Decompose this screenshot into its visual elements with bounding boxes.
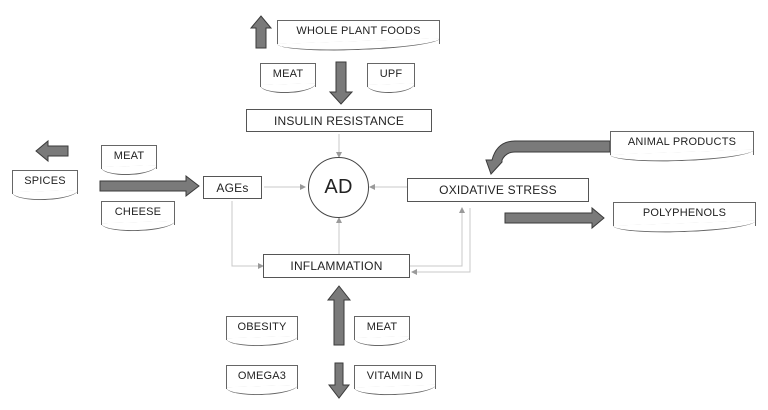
factor-cheese: CHEESE bbox=[101, 201, 175, 225]
factor-whole-plant-foods: WHOLE PLANT FOODS bbox=[277, 20, 440, 44]
factor-upf: UPF bbox=[367, 63, 415, 87]
down-arrow-insulin-resistance bbox=[328, 61, 354, 105]
factor-animal-products: ANIMAL PRODUCTS bbox=[610, 131, 754, 155]
factor-meat-inflammation: MEAT bbox=[354, 316, 410, 340]
factor-vitamin-d: VITAMIN D bbox=[354, 365, 436, 389]
factor-meat-ages: MEAT bbox=[101, 145, 157, 169]
factor-omega3: OMEGA3 bbox=[226, 365, 298, 389]
node-inflammation: INFLAMMATION bbox=[263, 254, 410, 278]
curved-arrow-animal-products bbox=[485, 140, 611, 175]
connector-inflammation-to-oxidative bbox=[410, 207, 465, 267]
node-ages: AGEs bbox=[203, 176, 262, 199]
factor-obesity: OBESITY bbox=[226, 316, 298, 340]
right-arrow-ages bbox=[99, 174, 200, 198]
right-arrow-polyphenols bbox=[504, 206, 605, 230]
node-insulin-resistance: INSULIN RESISTANCE bbox=[246, 109, 432, 132]
up-arrow-inflammation bbox=[326, 285, 352, 346]
down-arrow-inflammation bbox=[327, 362, 351, 399]
connector-ages-to-inflammation bbox=[231, 201, 264, 269]
left-arrow-spices bbox=[35, 139, 69, 163]
node-oxidative-stress: OXIDATIVE STRESS bbox=[407, 178, 589, 202]
up-arrow-whole-plant-foods bbox=[249, 15, 273, 49]
factor-meat-insulin: MEAT bbox=[260, 63, 316, 87]
factor-polyphenols: POLYPHENOLS bbox=[613, 202, 756, 226]
node-ad: AD bbox=[308, 157, 369, 218]
factor-spices: SPICES bbox=[12, 170, 78, 194]
connector-oxidative-to-inflammation bbox=[411, 208, 471, 275]
